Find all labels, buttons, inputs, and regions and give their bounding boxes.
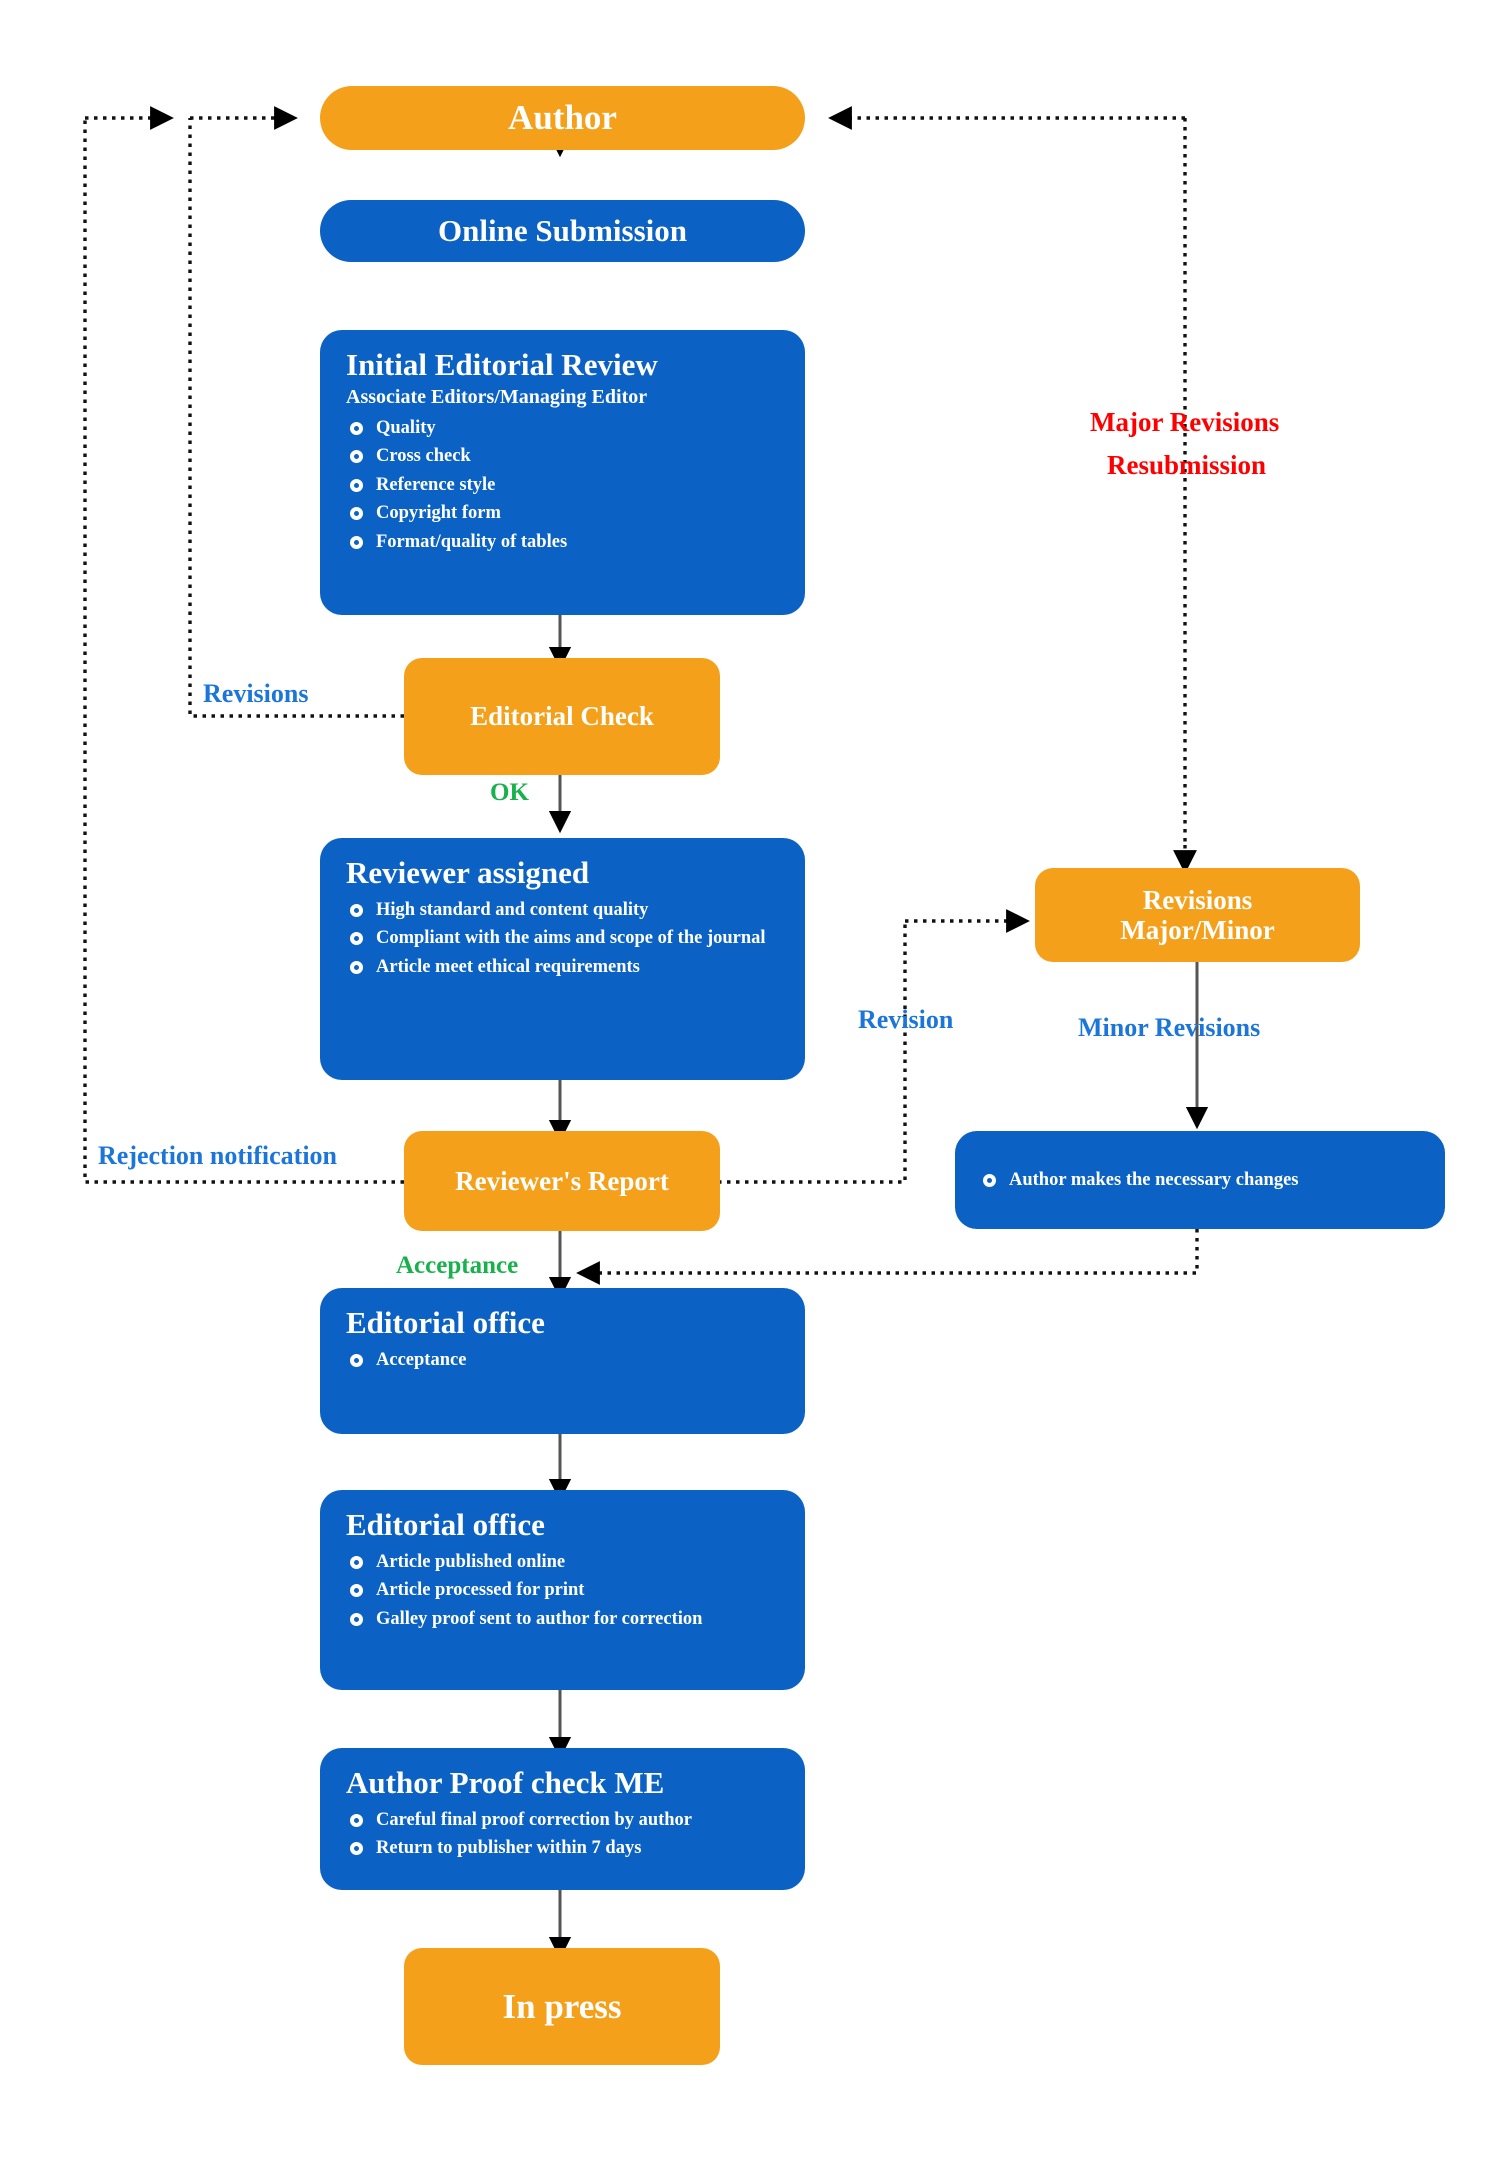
bullet-circle-icon <box>350 903 363 917</box>
list-item: Compliant with the aims and scope of the… <box>346 927 779 950</box>
node-editorial-office-acceptance-title: Editorial office <box>346 1305 545 1340</box>
bullet-text: Format/quality of tables <box>376 531 568 552</box>
node-online-submission[interactable]: Online Submission <box>320 200 805 262</box>
edge-label-revision: Revision <box>858 1005 954 1034</box>
author-proof-check-bullet-list: Careful final proof correction by author… <box>346 1809 779 1866</box>
list-item: Author makes the necessary changes <box>979 1169 1421 1192</box>
bullet-text: Acceptance <box>376 1349 467 1370</box>
node-online-submission-title: Online Submission <box>438 212 687 248</box>
edge-label-major-revisions-line2: Resubmission <box>1107 450 1267 480</box>
bullet-circle-icon <box>350 478 363 492</box>
bullet-text: Reference style <box>376 474 496 495</box>
list-item: Cross check <box>346 445 779 468</box>
node-editorial-office-acceptance[interactable]: Editorial office Acceptance <box>320 1288 805 1434</box>
list-item: Reference style <box>346 474 779 497</box>
bullet-text: Careful final proof correction by author <box>376 1809 693 1830</box>
bullet-circle-icon <box>350 450 363 464</box>
bullet-circle-icon <box>350 1584 363 1598</box>
node-initial-editorial-review[interactable]: Initial Editorial Review Associate Edito… <box>320 330 805 615</box>
bullet-circle-icon <box>350 421 363 435</box>
bullet-text: Cross check <box>376 446 471 467</box>
bullet-circle-icon <box>350 932 363 946</box>
bullet-circle-icon <box>350 1612 363 1626</box>
list-item: Quality <box>346 417 779 440</box>
node-editorial-check-title: Editorial Check <box>470 701 654 732</box>
bullet-circle-icon <box>350 960 363 974</box>
edge-rejection-to-author <box>83 118 404 1184</box>
node-in-press[interactable]: In press <box>404 1948 720 2065</box>
node-reviewers-report[interactable]: Reviewer's Report <box>404 1131 720 1231</box>
list-item: Article meet ethical requirements <box>346 956 779 979</box>
bullet-text: Return to publisher within 7 days <box>376 1838 642 1859</box>
list-item: Article published online <box>346 1551 779 1574</box>
node-editorial-office-publish-title: Editorial office <box>346 1507 545 1542</box>
bullet-circle-icon <box>350 1353 363 1367</box>
bullet-text: Article meet ethical requirements <box>376 956 640 977</box>
edge-label-acceptance: Acceptance <box>396 1252 519 1279</box>
edge-label-revisions: Revisions <box>203 679 309 708</box>
bullet-circle-icon <box>983 1173 996 1187</box>
list-item: Careful final proof correction by author <box>346 1809 779 1832</box>
list-item: Galley proof sent to author for correcti… <box>346 1608 779 1631</box>
bullet-circle-icon <box>350 1813 363 1827</box>
node-initial-review-subtitle: Associate Editors/Managing Editor <box>346 385 648 408</box>
bullet-circle-icon <box>350 535 363 549</box>
list-item: Acceptance <box>346 1349 779 1372</box>
bullet-text: High standard and content quality <box>376 899 649 920</box>
bullet-circle-icon <box>350 1555 363 1569</box>
bullet-text: Article processed for print <box>376 1580 585 1601</box>
edge-label-rejection-notification: Rejection notification <box>98 1141 338 1170</box>
node-revisions-line1: Revisions <box>1142 884 1253 915</box>
bullet-text: Quality <box>376 417 436 438</box>
reviewer-assigned-bullet-list: High standard and content quality Compli… <box>346 899 779 985</box>
list-item: Article processed for print <box>346 1579 779 1602</box>
node-reviewer-assigned[interactable]: Reviewer assigned High standard and cont… <box>320 838 805 1080</box>
node-editorial-check[interactable]: Editorial Check <box>404 658 720 775</box>
list-item: High standard and content quality <box>346 899 779 922</box>
node-initial-review-title: Initial Editorial Review <box>346 347 658 382</box>
list-item: Format/quality of tables <box>346 531 779 554</box>
node-reviewers-report-title: Reviewer's Report <box>455 1165 669 1196</box>
edge-author-changes-to-acceptance <box>600 1229 1199 1275</box>
bullet-text: Copyright form <box>376 503 501 524</box>
editorial-office-acceptance-bullet-list: Acceptance <box>346 1349 779 1378</box>
node-author-title: Author <box>508 98 617 138</box>
node-editorial-office-publish[interactable]: Editorial office Article published onlin… <box>320 1490 805 1690</box>
node-in-press-title: In press <box>502 1986 622 2026</box>
edge-label-ok: OK <box>490 779 529 806</box>
bullet-circle-icon <box>350 507 363 521</box>
node-revisions-major-minor[interactable]: Revisions Major/Minor <box>1035 868 1360 962</box>
bullet-text: Article published online <box>376 1551 566 1572</box>
node-author-proof-check-title: Author Proof check ME <box>346 1765 665 1800</box>
edge-label-minor-revisions: Minor Revisions <box>1078 1013 1261 1042</box>
bullet-circle-icon <box>350 1842 363 1856</box>
edge-editorial-check-to-author <box>188 118 404 718</box>
node-revisions-line2: Major/Minor <box>1120 915 1275 945</box>
bullet-text: Author makes the necessary changes <box>1009 1169 1299 1190</box>
list-item: Copyright form <box>346 502 779 525</box>
node-author-makes-changes[interactable]: Author makes the necessary changes <box>955 1131 1445 1229</box>
node-author-proof-check[interactable]: Author Proof check ME Careful final proo… <box>320 1748 805 1890</box>
editorial-office-publish-bullet-list: Article published online Article process… <box>346 1551 779 1637</box>
initial-review-bullet-list: Quality Cross check Reference style Copy… <box>346 417 779 560</box>
bullet-text: Compliant with the aims and scope of the… <box>376 928 766 949</box>
author-changes-bullet-list: Author makes the necessary changes <box>979 1169 1421 1192</box>
bullet-text: Galley proof sent to author for correcti… <box>376 1608 703 1629</box>
edge-label-major-revisions-line1: Major Revisions <box>1090 407 1280 437</box>
node-reviewer-assigned-title: Reviewer assigned <box>346 855 590 890</box>
list-item: Return to publisher within 7 days <box>346 1837 779 1860</box>
edge-report-to-revisions <box>718 921 907 1184</box>
node-author[interactable]: Author <box>320 86 805 150</box>
